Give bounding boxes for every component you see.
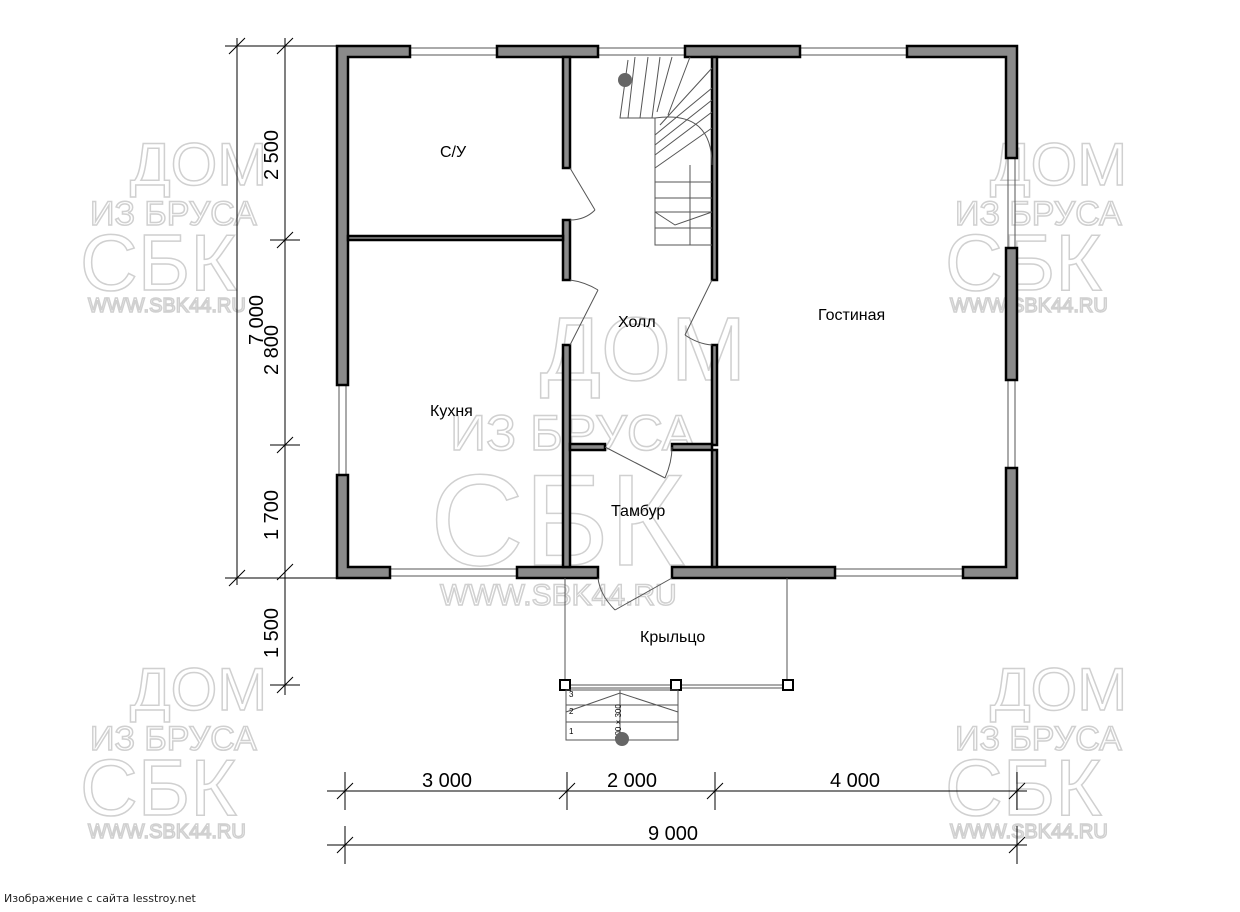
room-label-living: Гостиная bbox=[818, 307, 885, 324]
porch-post bbox=[559, 679, 571, 691]
watermark-center: ДОМ ИЗ БРУСА СБК WWW.SBK44.RU bbox=[429, 299, 746, 613]
svg-text:СБК: СБК bbox=[945, 743, 1102, 832]
stair-start-marker bbox=[618, 73, 632, 87]
watermark-top-left: ДОМ ИЗ БРУСА СБК WWW.SBK44.RU bbox=[79, 130, 268, 318]
porch-steps-marker bbox=[615, 732, 629, 746]
watermark-bottom-left: ДОМ ИЗ БРУСА СБК WWW.SBK44.RU bbox=[79, 655, 268, 844]
porch-post bbox=[670, 679, 682, 691]
staircase bbox=[618, 56, 713, 246]
svg-text:СБК: СБК bbox=[80, 218, 237, 307]
svg-text:4 000: 4 000 bbox=[830, 770, 880, 792]
watermarks: ДОМ ИЗ БРУСА СБК WWW.SBK44.RU ДОМ ИЗ БРУ… bbox=[79, 130, 1128, 844]
exterior-walls bbox=[335, 44, 1019, 580]
svg-text:WWW.SBK44.RU: WWW.SBK44.RU bbox=[950, 295, 1108, 317]
left-dimensions: 7 000 2 500 2 800 1 700 1 500 bbox=[225, 37, 340, 695]
svg-text:1 700: 1 700 bbox=[261, 490, 283, 540]
room-label-vestibule: Тамбур bbox=[611, 503, 665, 520]
svg-text:ДОМ: ДОМ bbox=[130, 656, 267, 723]
svg-text:WWW.SBK44.RU: WWW.SBK44.RU bbox=[440, 579, 677, 612]
svg-text:1: 1 bbox=[569, 727, 574, 736]
svg-text:ДОМ: ДОМ bbox=[130, 131, 267, 198]
svg-text:2: 2 bbox=[569, 707, 574, 716]
dim-bottom-total: 9 000 bbox=[648, 823, 698, 845]
room-label-porch: Крыльцо bbox=[640, 629, 705, 646]
svg-text:WWW.SBK44.RU: WWW.SBK44.RU bbox=[88, 821, 246, 843]
room-label-kitchen: Кухня bbox=[430, 403, 473, 420]
svg-text:ИЗ БРУСА: ИЗ БРУСА bbox=[90, 720, 257, 758]
svg-text:ИЗ БРУСА: ИЗ БРУСА bbox=[450, 405, 696, 461]
svg-text:3 000: 3 000 bbox=[422, 770, 472, 792]
watermark-top-right: ДОМ ИЗ БРУСА СБК WWW.SBK44.RU bbox=[944, 130, 1128, 318]
svg-text:2 500: 2 500 bbox=[261, 130, 283, 180]
svg-text:WWW.SBK44.RU: WWW.SBK44.RU bbox=[88, 295, 246, 317]
watermark-bottom-right: ДОМ ИЗ БРУСА СБК WWW.SBK44.RU bbox=[944, 655, 1128, 844]
svg-text:ИЗ БРУСА: ИЗ БРУСА bbox=[955, 720, 1122, 758]
svg-text:СБК: СБК bbox=[80, 743, 237, 832]
step-size-label: 200 × 300 bbox=[614, 704, 623, 740]
svg-text:СБК: СБК bbox=[945, 218, 1102, 307]
svg-text:ДОМ: ДОМ bbox=[990, 656, 1127, 723]
room-label-hall: Холл bbox=[618, 314, 656, 331]
svg-text:ИЗ БРУСА: ИЗ БРУСА bbox=[90, 195, 257, 233]
svg-text:3: 3 bbox=[569, 690, 574, 699]
svg-text:2 000: 2 000 bbox=[607, 770, 657, 792]
dim-left-total: 7 000 bbox=[246, 295, 268, 345]
bottom-dimensions: 3 000 2 000 4 000 9 000 bbox=[327, 770, 1027, 864]
doors bbox=[569, 167, 713, 611]
interior-walls bbox=[346, 55, 719, 569]
porch: 3 2 1 200 × 300 bbox=[559, 578, 794, 746]
porch-post bbox=[782, 679, 794, 691]
svg-text:2 800: 2 800 bbox=[261, 325, 283, 375]
source-caption: Изображение с сайта lesstroy.net bbox=[4, 892, 196, 905]
svg-text:1 500: 1 500 bbox=[261, 608, 283, 658]
svg-text:ИЗ БРУСА: ИЗ БРУСА bbox=[955, 195, 1122, 233]
room-label-bathroom: С/У bbox=[440, 144, 467, 161]
svg-text:WWW.SBK44.RU: WWW.SBK44.RU bbox=[950, 821, 1108, 843]
